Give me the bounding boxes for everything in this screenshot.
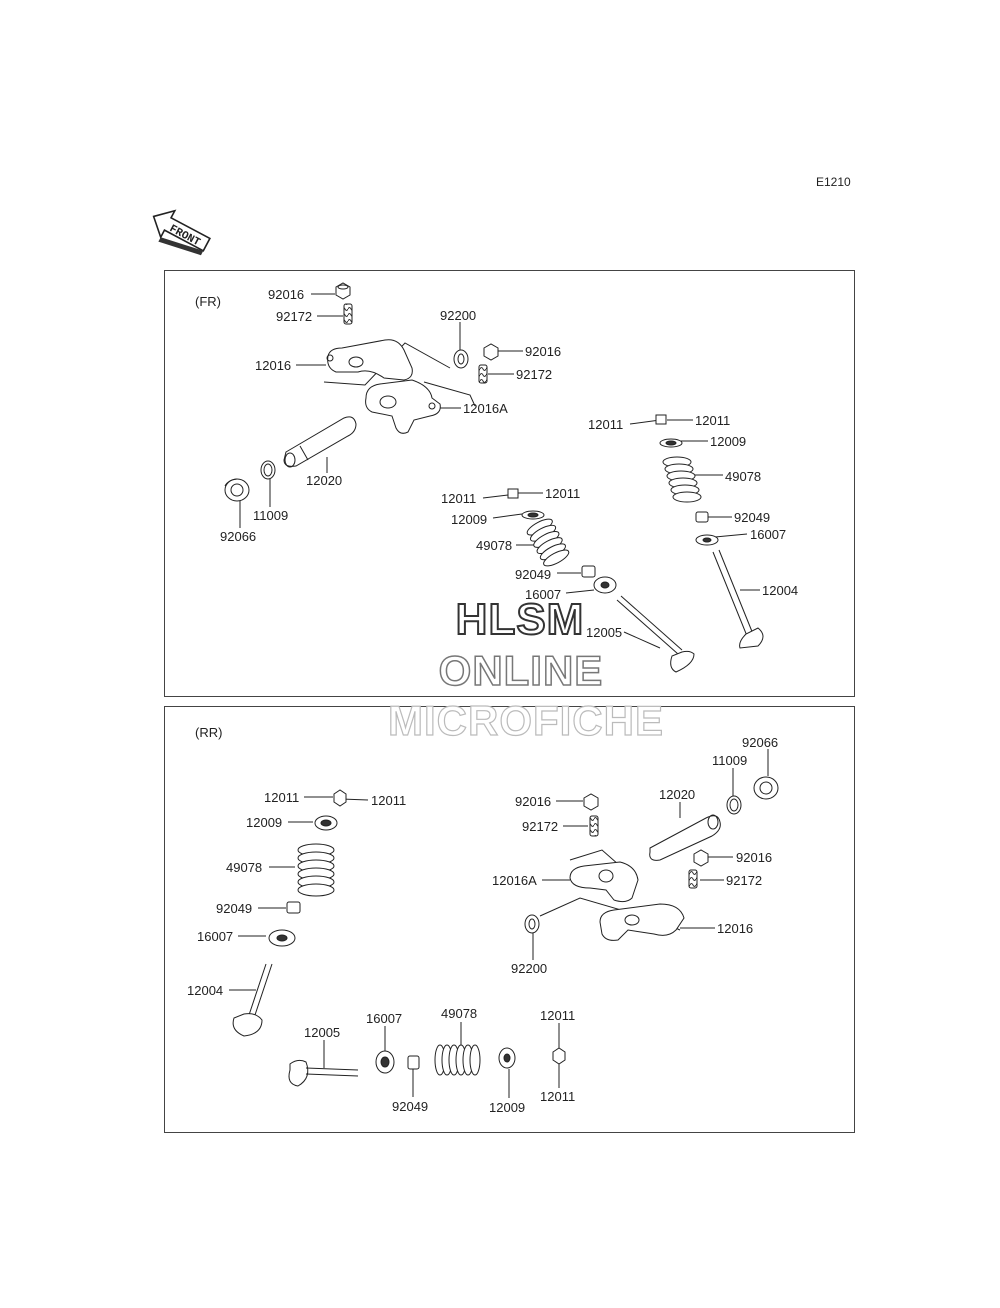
label-12016: 12016: [255, 358, 292, 373]
label-49078: 49078: [226, 860, 263, 875]
label-92066: 92066: [220, 529, 257, 544]
label-49078: 49078: [725, 469, 762, 484]
label-12004: 12004: [762, 583, 799, 598]
label-12011: 12011: [540, 1089, 576, 1104]
label-16007: 16007: [525, 587, 562, 602]
label-92049: 92049: [734, 510, 771, 525]
label-12005: 12005: [304, 1025, 341, 1040]
front-arrow-icon: FRONT: [152, 209, 211, 256]
label-16007: 16007: [750, 527, 787, 542]
label-92049: 92049: [392, 1099, 429, 1114]
label-92200: 92200: [511, 961, 548, 976]
label-12009: 12009: [710, 434, 747, 449]
label-12009: 12009: [246, 815, 283, 830]
label-92172: 92172: [516, 367, 553, 382]
label-12011: 12011: [545, 486, 581, 501]
label-92172: 92172: [522, 819, 559, 834]
label-11009: 11009: [253, 508, 289, 523]
label-92200: 92200: [440, 308, 477, 323]
panel-front: [164, 270, 855, 697]
diagram-code: E1210: [816, 175, 851, 189]
watermark-line2: ONLINE: [438, 647, 604, 695]
label-11009: 11009: [712, 753, 748, 768]
label-49078: 49078: [476, 538, 513, 553]
label-92049: 92049: [515, 567, 552, 582]
label-16007: 16007: [366, 1011, 403, 1026]
label-12020: 12020: [306, 473, 343, 488]
panel-rear-title: (RR): [195, 725, 223, 740]
label-12020: 12020: [659, 787, 696, 802]
label-12016A: 12016A: [492, 873, 537, 888]
watermark-line1: HLSM: [455, 595, 585, 645]
label-12016A: 12016A: [463, 401, 508, 416]
label-92049: 92049: [216, 901, 253, 916]
label-16007: 16007: [197, 929, 234, 944]
panel-rear: [164, 706, 855, 1133]
label-92172: 92172: [726, 873, 763, 888]
label-12009: 12009: [489, 1100, 526, 1115]
label-92016: 92016: [268, 287, 305, 302]
label-12016: 12016: [717, 921, 754, 936]
label-12011: 12011: [371, 793, 407, 808]
watermark-line3: MICROFICHE: [387, 697, 664, 744]
label-12004: 12004: [187, 983, 224, 998]
label-92066: 92066: [742, 735, 779, 750]
label-12005: 12005: [586, 625, 623, 640]
label-12009: 12009: [451, 512, 488, 527]
label-92016: 92016: [525, 344, 562, 359]
panel-front-title: (FR): [195, 294, 221, 309]
label-12011: 12011: [588, 417, 624, 432]
label-49078: 49078: [441, 1006, 478, 1021]
label-12011: 12011: [264, 790, 300, 805]
label-12011: 12011: [441, 491, 477, 506]
label-92016: 92016: [736, 850, 773, 865]
label-12011: 12011: [695, 413, 731, 428]
label-92016: 92016: [515, 794, 552, 809]
label-92172: 92172: [276, 309, 313, 324]
label-12011: 12011: [540, 1008, 576, 1023]
